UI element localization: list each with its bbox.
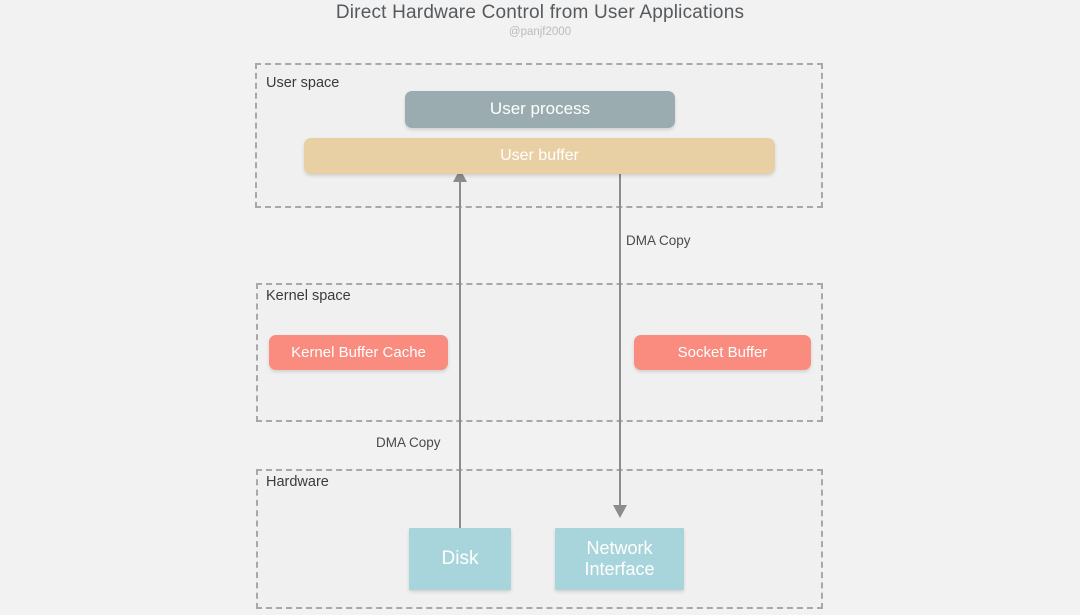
edge-disk-to-user-buffer-line xyxy=(459,180,461,529)
edge-user-buffer-to-network-interface-line xyxy=(619,172,621,505)
edge-user-buffer-to-network-interface-arrowhead xyxy=(613,505,627,518)
node-socket-buffer[interactable]: Socket Buffer xyxy=(634,335,811,370)
node-disk[interactable]: Disk xyxy=(409,528,511,590)
layer-user-space-label: User space xyxy=(266,75,340,91)
node-network-interface[interactable]: Network Interface xyxy=(555,528,684,590)
page-title: Direct Hardware Control from User Applic… xyxy=(335,2,745,23)
layer-kernel-space-label: Kernel space xyxy=(266,288,351,304)
layer-hardware-label: Hardware xyxy=(266,474,329,490)
node-user-buffer[interactable]: User buffer xyxy=(304,138,775,174)
edge-disk-to-user-buffer-label: DMA Copy xyxy=(376,435,441,450)
layer-user-space xyxy=(255,63,823,208)
node-kernel-buffer-cache[interactable]: Kernel Buffer Cache xyxy=(269,335,448,370)
page-subtitle: @panjf2000 xyxy=(508,26,572,38)
node-user-process[interactable]: User process xyxy=(405,91,675,128)
edge-user-buffer-to-network-interface-label: DMA Copy xyxy=(626,233,691,248)
layer-hardware xyxy=(256,469,823,609)
